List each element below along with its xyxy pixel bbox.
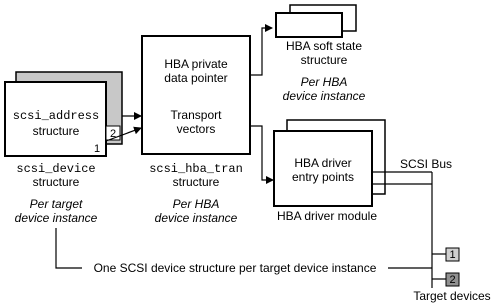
footer-note: One SCSI device structure per target dev… [94, 261, 377, 275]
device-badge-front-label: 1 [94, 143, 100, 155]
tran-line3: Transport [171, 108, 223, 122]
device-scope-line2: device instance [15, 211, 98, 225]
device-card-front [4, 81, 107, 157]
tran-to-driver-arrow [250, 125, 274, 184]
scsi-bus-label: SCSI Bus [400, 157, 452, 171]
soft-state-line2: structure [301, 53, 348, 67]
driver-module-caption: HBA driver module [277, 209, 377, 223]
tran-to-soft-state-arrow [250, 24, 273, 76]
soft-state-scope-line2: device instance [283, 89, 366, 103]
driver-line1: HBA driver [294, 156, 351, 170]
soft-state-scope-line1: Per HBA [301, 75, 348, 89]
driver-card-front [273, 130, 373, 207]
scsi-address-label: scsi_address [13, 109, 99, 123]
device-to-tran-arrow-front [105, 126, 142, 142]
footer-bracket-left [55, 228, 82, 269]
tran-scope-line2: device instance [155, 211, 238, 225]
tran-line4: vectors [177, 122, 216, 136]
device-scope-line1: Per target [30, 197, 83, 211]
scsi-device-name: scsi_device [16, 162, 95, 176]
scsi-device-suffix: structure [33, 175, 80, 189]
device-structure-stack: scsi_address structure 2 1 [4, 71, 123, 157]
scsi-address-structure-label: structure [33, 124, 80, 138]
device-badge-back-label: 2 [110, 128, 116, 140]
tran-line2: data pointer [164, 71, 227, 85]
target-device-2-label: 2 [449, 274, 455, 286]
soft-state-line1: HBA soft state [286, 39, 362, 53]
target-device-1-label: 1 [449, 249, 455, 261]
tran-line1: HBA private [164, 57, 228, 71]
tran-scope-line1: Per HBA [173, 197, 220, 211]
soft-state-card-front [275, 12, 343, 38]
driver-line2: entry points [292, 170, 354, 184]
scsi-hba-tran-suffix: structure [173, 175, 220, 189]
target-devices-caption: Target devices [413, 289, 490, 303]
hba-tran-box [141, 35, 251, 155]
scsi-hba-tran-name: scsi_hba_tran [149, 162, 243, 176]
